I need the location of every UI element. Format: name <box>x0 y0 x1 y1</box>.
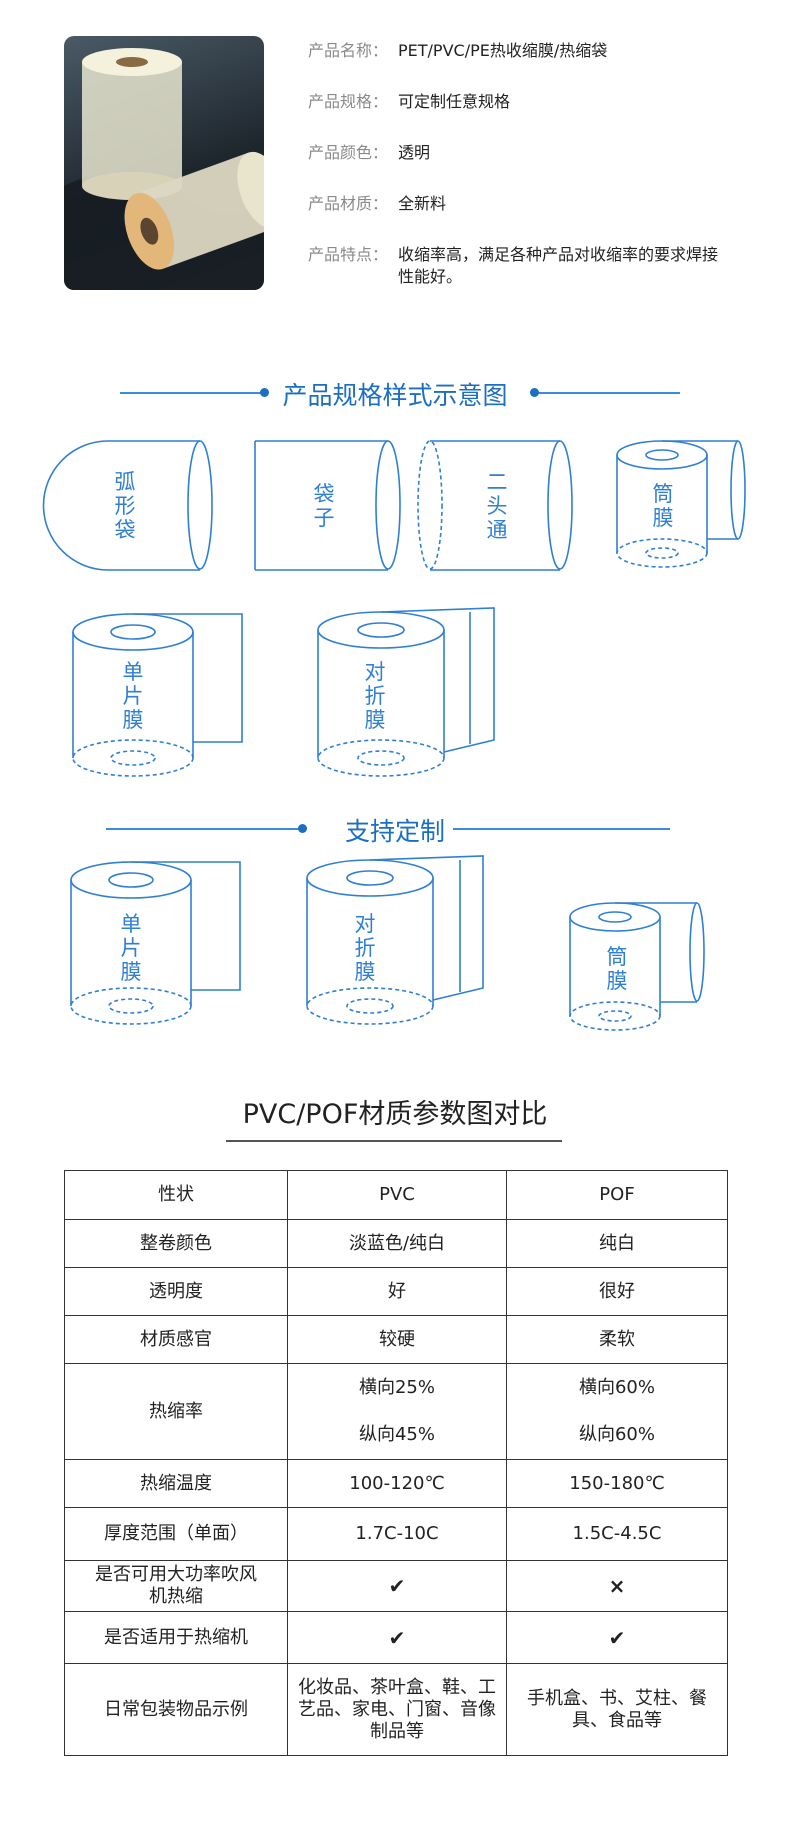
table-cell: 1.5C-4.5C <box>506 1507 728 1561</box>
diagram-label: 筒膜 <box>606 945 628 993</box>
diagram-label: 弧形袋 <box>114 470 136 542</box>
spec-diagrams <box>42 440 746 1031</box>
table-row: 是否可用大功率吹风机热缩 ✔ × <box>64 1560 728 1612</box>
divider-dot <box>298 824 307 833</box>
table-title: PVC/POF材质参数图对比 <box>242 1099 548 1130</box>
diagram-label: 二头通 <box>486 470 508 542</box>
info-key: 产品特点： <box>308 245 389 264</box>
table-cell: 纵向60% <box>506 1411 728 1460</box>
custom-tube-film-diagram <box>569 902 705 1031</box>
info-key: 产品名称： <box>308 41 389 60</box>
table-cell: 是否适用于热缩机 <box>64 1611 288 1664</box>
divider-line <box>106 828 306 830</box>
info-key: 产品颜色： <box>308 143 389 162</box>
divider-line <box>444 828 670 830</box>
table-cell: 柔软 <box>506 1315 728 1364</box>
info-value: 收缩率高，满足各种产品对收缩率的要求焊接性能好。 <box>398 245 719 286</box>
check-mark-icon: ✔ <box>287 1611 507 1664</box>
diagram-label: 袋子 <box>313 482 335 530</box>
check-mark-icon: ✔ <box>287 1560 507 1612</box>
table-row: 热缩率 横向25% 横向60% <box>64 1363 728 1460</box>
table-cell: 日常包装物品示例 <box>64 1663 288 1756</box>
diagram-label: 单片膜 <box>120 912 142 984</box>
info-row: 产品颜色： 透明 <box>308 142 768 164</box>
diagram-label: 筒膜 <box>652 482 674 530</box>
table-cell: 化妆品、茶叶盒、鞋、工艺品、家电、门窗、音像制品等 <box>287 1663 507 1756</box>
divider-line <box>120 392 265 394</box>
diagram-label: 对折膜 <box>364 660 386 732</box>
header-cell: POF <box>506 1170 728 1220</box>
table-cell: 透明度 <box>64 1267 288 1316</box>
table-cell: 整卷颜色 <box>64 1219 288 1268</box>
custom-folded-film-diagram <box>306 855 484 1025</box>
tube-film-diagram <box>616 440 746 568</box>
table-row: 材质感官 较硬 柔软 <box>64 1315 728 1364</box>
table-cell: 横向60% <box>506 1363 728 1412</box>
info-value: 全新料 <box>398 194 447 213</box>
table-row: 整卷颜色 淡蓝色/纯白 纯白 <box>64 1219 728 1268</box>
info-row: 产品规格： 可定制任意规格 <box>308 91 768 113</box>
folded-film-diagram <box>317 607 495 777</box>
diagram-label: 对折膜 <box>354 912 376 984</box>
comparison-table: 性状 PVC POF 整卷颜色 淡蓝色/纯白 纯白 透明度 好 很好 材质感官 … <box>64 1170 728 1756</box>
info-value: PET/PVC/PE热收缩膜/热缩袋 <box>398 41 608 60</box>
info-row: 产品材质： 全新料 <box>308 193 768 215</box>
section-title: 支持定制 <box>0 812 790 848</box>
table-cell: 热缩温度 <box>64 1459 288 1508</box>
info-key: 产品材质： <box>308 194 389 213</box>
arc-bag-diagram <box>42 440 213 571</box>
header-cell: 性状 <box>64 1170 288 1220</box>
single-film-diagram <box>72 613 243 777</box>
info-row: 产品特点： 收缩率高，满足各种产品对收缩率的要求焊接性能好。 <box>308 244 768 288</box>
table-cell: 纯白 <box>506 1219 728 1268</box>
divider-dot <box>530 388 539 397</box>
table-row: 厚度范围（单面） 1.7C-10C 1.5C-4.5C <box>64 1507 728 1561</box>
table-cell: 手机盒、书、艾柱、餐具、食品等 <box>506 1663 728 1756</box>
title-underline <box>226 1140 562 1142</box>
header-cell: PVC <box>287 1170 507 1220</box>
table-cell: 100-120℃ <box>287 1459 507 1508</box>
info-key: 产品规格： <box>308 92 389 111</box>
divider-dot <box>260 388 269 397</box>
film-rolls-image <box>64 48 264 290</box>
table-header-row: 性状 PVC POF <box>64 1170 728 1220</box>
table-row: 日常包装物品示例 化妆品、茶叶盒、鞋、工艺品、家电、门窗、音像制品等 手机盒、书… <box>64 1663 728 1756</box>
table-cell: 厚度范围（单面） <box>64 1507 288 1561</box>
open-tube-diagram <box>417 440 573 571</box>
table-row: 热缩温度 100-120℃ 150-180℃ <box>64 1459 728 1508</box>
table-cell: 是否可用大功率吹风机热缩 <box>64 1560 288 1612</box>
divider-line <box>535 392 680 394</box>
product-info: 产品名称： PET/PVC/PE热收缩膜/热缩袋 产品规格： 可定制任意规格 产… <box>308 40 768 317</box>
table-cell: 好 <box>287 1267 507 1316</box>
table-cell: 材质感官 <box>64 1315 288 1364</box>
table-row: 透明度 好 很好 <box>64 1267 728 1316</box>
check-mark-icon: ✔ <box>506 1611 728 1664</box>
section-title: 产品规格样式示意图 <box>0 376 790 412</box>
table-row: 是否适用于热缩机 ✔ ✔ <box>64 1611 728 1664</box>
diagram-label: 单片膜 <box>122 660 144 732</box>
table-cell: 1.7C-10C <box>287 1507 507 1561</box>
table-cell: 较硬 <box>287 1315 507 1364</box>
table-cell: 纵向45% <box>287 1411 507 1460</box>
table-cell: 150-180℃ <box>506 1459 728 1508</box>
table-cell: 淡蓝色/纯白 <box>287 1219 507 1268</box>
info-value: 可定制任意规格 <box>398 92 511 111</box>
table-cell: 热缩率 <box>64 1363 288 1460</box>
cross-mark-icon: × <box>506 1560 728 1612</box>
custom-single-film-diagram <box>70 861 241 1025</box>
product-photo <box>64 36 264 290</box>
info-row: 产品名称： PET/PVC/PE热收缩膜/热缩袋 <box>308 40 768 62</box>
info-value: 透明 <box>398 143 431 162</box>
bag-diagram <box>254 440 401 571</box>
table-cell: 很好 <box>506 1267 728 1316</box>
table-cell: 横向25% <box>287 1363 507 1412</box>
